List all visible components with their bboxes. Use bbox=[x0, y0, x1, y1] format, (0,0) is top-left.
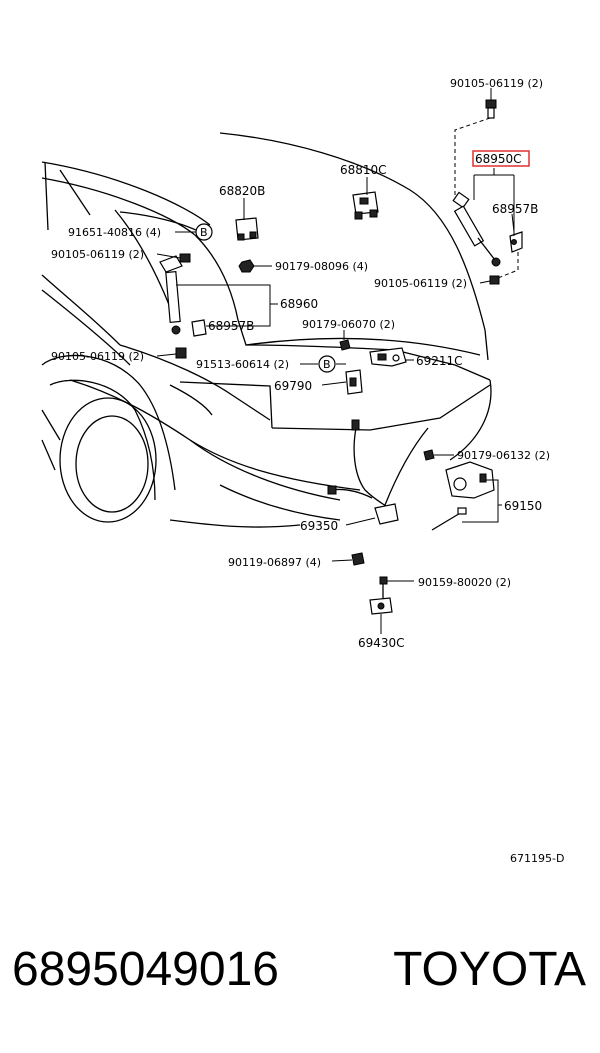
lock-69211C bbox=[369, 347, 407, 367]
bubble-label: B bbox=[323, 358, 331, 371]
screw-90159-80020 bbox=[379, 576, 388, 598]
callout-label[interactable]: 90179-08096 (4) bbox=[275, 260, 368, 273]
hinge-68810C bbox=[352, 191, 379, 220]
hinge-68820B bbox=[235, 217, 259, 241]
cylinder-69790 bbox=[345, 369, 363, 395]
callout-label[interactable]: 69211C bbox=[416, 354, 463, 368]
callout-label[interactable]: 90159-80020 (2) bbox=[418, 576, 511, 589]
illustration-reference-code: 671195-D bbox=[510, 852, 564, 865]
callout-label[interactable]: 90179-06070 (2) bbox=[302, 318, 395, 331]
callout-label[interactable]: 68960 bbox=[280, 297, 318, 311]
callout-label[interactable]: 91513-60614 (2) bbox=[196, 358, 289, 371]
reference-bubble-1: B bbox=[195, 223, 213, 241]
callout-label[interactable]: 90119-06897 (4) bbox=[228, 556, 321, 569]
callout-label[interactable]: 68957B bbox=[208, 319, 254, 333]
cable-69350 bbox=[327, 419, 429, 525]
nut-90179-08096 bbox=[238, 259, 255, 273]
callout-label[interactable]: 68820B bbox=[219, 184, 265, 198]
nut-90179-06132 bbox=[423, 449, 435, 461]
callout-label[interactable]: 68957B bbox=[492, 202, 538, 216]
callout-label[interactable]: 90105-06119 (2) bbox=[450, 77, 543, 90]
part-drawings bbox=[159, 99, 523, 615]
callout-label[interactable]: 69150 bbox=[504, 499, 542, 513]
bracket-left bbox=[191, 319, 207, 337]
callout-label[interactable]: 90179-06132 (2) bbox=[457, 449, 550, 462]
callout-label[interactable]: 91651-40816 (4) bbox=[68, 226, 161, 239]
callout-label-highlighted[interactable]: 68950C bbox=[475, 152, 522, 166]
reference-bubble-2: B bbox=[318, 355, 336, 373]
callout-label[interactable]: 69350 bbox=[300, 519, 338, 533]
callout-label[interactable]: 69430C bbox=[358, 636, 405, 650]
lift-support-right bbox=[452, 191, 501, 267]
brand-name: TOYOTA bbox=[393, 943, 586, 996]
leader-lines bbox=[156, 88, 515, 634]
bracket-right bbox=[509, 231, 523, 253]
callout-label[interactable]: 90105-06119 (2) bbox=[51, 248, 144, 261]
bolt-90119-06897 bbox=[351, 552, 365, 566]
part-number: 6895049016 bbox=[12, 943, 279, 996]
footer: 6895049016 TOYOTA bbox=[0, 940, 600, 1010]
callout-labels: 90105-06119 (2) 68950C 68957B 68810C 688… bbox=[51, 77, 564, 865]
callout-label[interactable]: 90105-06119 (2) bbox=[51, 350, 144, 363]
part-69430C bbox=[369, 597, 393, 615]
callout-label[interactable]: 90105-06119 (2) bbox=[374, 277, 467, 290]
bubble-label: B bbox=[200, 226, 208, 239]
leader-dash-right bbox=[497, 252, 519, 279]
callout-label[interactable]: 69790 bbox=[274, 379, 312, 393]
bolt-right-lower bbox=[489, 275, 500, 285]
latch-69150 bbox=[431, 461, 495, 531]
callout-label[interactable]: 68810C bbox=[340, 163, 387, 177]
bolt-top-right bbox=[485, 99, 497, 119]
lift-support-left bbox=[159, 253, 191, 359]
nut-90179-06070 bbox=[339, 339, 351, 351]
parts-diagram: B B 90105-06119 (2) 68950C 68957B 68810C… bbox=[41, 77, 564, 865]
vehicle-outline bbox=[41, 132, 492, 528]
leader-dash-top bbox=[454, 117, 491, 195]
highlight-box bbox=[472, 150, 530, 167]
